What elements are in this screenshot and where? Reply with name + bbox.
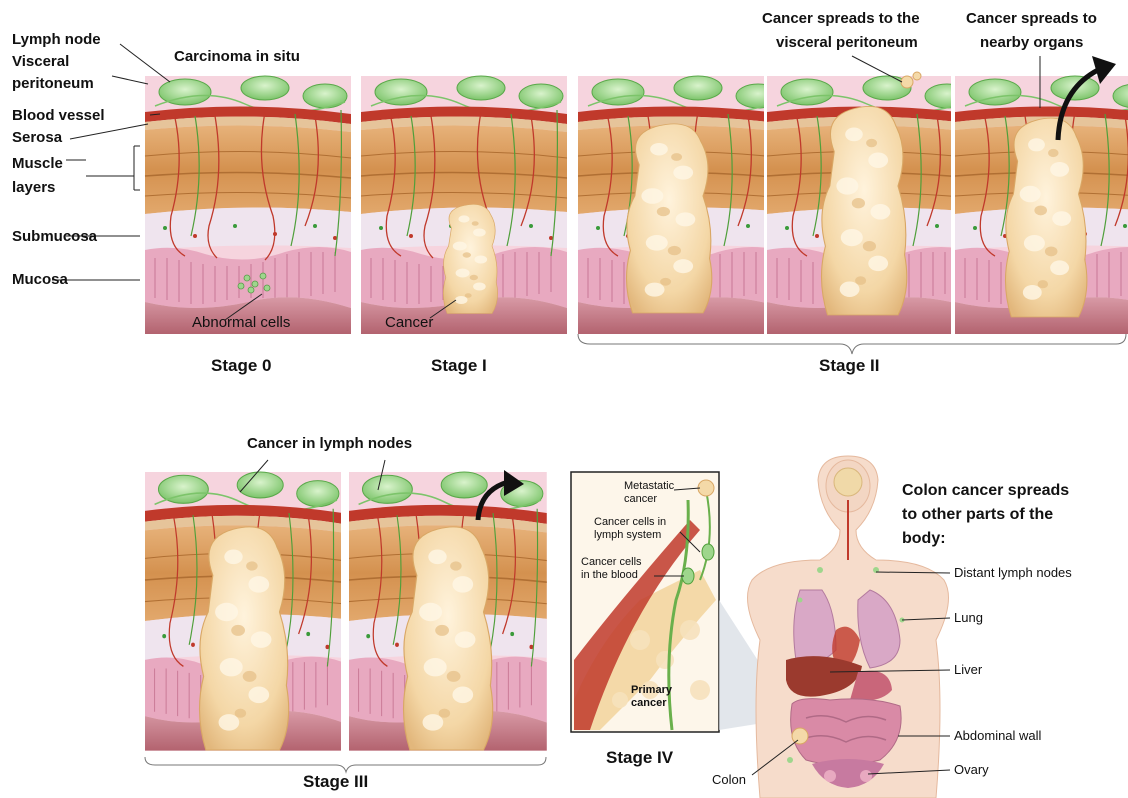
inset-metastatic-1: Metastatic [624,480,674,492]
panel-stage-3b [349,472,547,751]
spread-title-3: body: [902,529,946,549]
label-colon: Colon [712,772,746,787]
panel-stage-2b [767,72,973,334]
label-visceral-spread-1: Cancer spreads to the [762,9,920,29]
inset-lymph-system-1: Cancer cells in [594,516,666,528]
spread-title-2: to other parts of the [902,505,1053,525]
label-organs-spread-1: Cancer spreads to [966,9,1097,29]
label-cancer: Cancer [385,314,433,331]
inset-primary-1: Primary [631,684,672,696]
label-mucosa: Mucosa [12,270,68,290]
label-cancer-lymph-nodes: Cancer in lymph nodes [247,434,412,454]
label-layers: layers [12,178,55,198]
label-submucosa: Submucosa [12,227,97,247]
label-organs-spread-2: nearby organs [980,33,1083,53]
panel-stage-2c [955,76,1128,334]
label-muscle: Muscle [12,154,63,174]
label-abnormal-cells: Abnormal cells [192,314,290,331]
label-ovary: Ovary [954,762,989,777]
label-liver: Liver [954,662,982,677]
label-peritoneum: peritoneum [12,74,94,94]
stage-0-title: Stage 0 [211,356,271,376]
panel-stage-1 [361,76,567,334]
label-visceral: Visceral [12,52,69,72]
label-lung: Lung [954,610,983,625]
spread-title-1: Colon cancer spreads [902,481,1069,501]
label-abdominal-wall: Abdominal wall [954,728,1041,743]
label-blood-vessel: Blood vessel [12,106,105,126]
inset-metastatic-2: cancer [624,493,657,505]
stage-2-title: Stage II [819,356,879,376]
label-distant-lymph-nodes: Distant lymph nodes [954,565,1072,580]
label-visceral-spread-2: visceral peritoneum [776,33,918,53]
stage-1-title: Stage I [431,356,487,376]
panel-stage-3a [145,472,343,751]
panel-stage-0 [145,76,351,334]
stage-3-title: Stage III [303,772,368,792]
label-carcinoma-in-situ: Carcinoma in situ [174,47,300,67]
stage-4-title: Stage IV [606,748,673,768]
label-lymph-node: Lymph node [12,30,101,50]
label-serosa: Serosa [12,128,62,148]
inset-primary-2: cancer [631,697,666,709]
inset-blood-2: in the blood [581,569,638,581]
inset-blood-1: Cancer cells [581,556,642,568]
stage-2-bracket [578,334,1126,354]
inset-lymph-system-2: lymph system [594,529,661,541]
panel-stage-2a [578,76,784,334]
